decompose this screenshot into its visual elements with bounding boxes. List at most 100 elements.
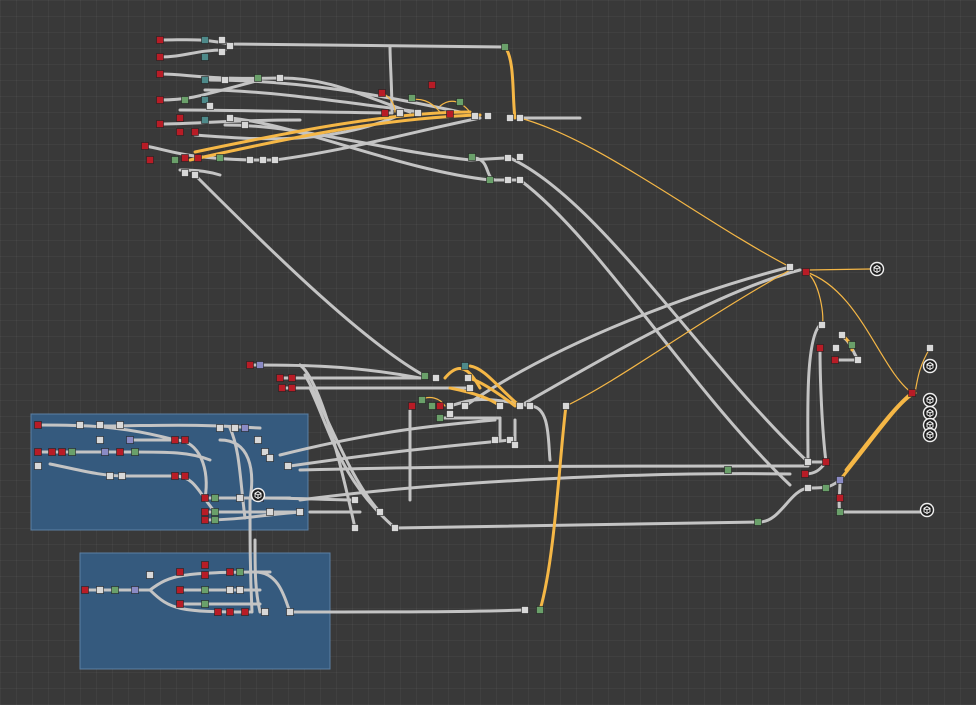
graph-node[interactable] xyxy=(516,114,524,122)
graph-node[interactable] xyxy=(226,114,234,122)
graph-node[interactable] xyxy=(236,494,244,502)
graph-node[interactable] xyxy=(96,436,104,444)
graph-node[interactable] xyxy=(288,384,296,392)
graph-node[interactable] xyxy=(391,524,399,532)
graph-node[interactable] xyxy=(838,331,846,339)
graph-node[interactable] xyxy=(118,472,126,480)
graph-node[interactable] xyxy=(261,608,269,616)
graph-node[interactable] xyxy=(81,586,89,594)
graph-node[interactable] xyxy=(156,53,164,61)
graph-node[interactable] xyxy=(516,153,524,161)
graph-node[interactable] xyxy=(804,458,812,466)
graph-node[interactable] xyxy=(466,384,474,392)
graph-node[interactable] xyxy=(288,374,296,382)
graph-node[interactable] xyxy=(418,396,426,404)
graph-node[interactable] xyxy=(191,128,199,136)
graph-node[interactable] xyxy=(201,571,209,579)
graph-node[interactable] xyxy=(226,608,234,616)
graph-node[interactable] xyxy=(802,268,810,276)
graph-node[interactable] xyxy=(68,448,76,456)
graph-node[interactable] xyxy=(461,362,469,370)
graph-node[interactable] xyxy=(832,344,840,352)
graph-node[interactable] xyxy=(396,109,404,117)
graph-node[interactable] xyxy=(221,76,229,84)
graph-node[interactable] xyxy=(241,121,249,129)
graph-node[interactable] xyxy=(126,436,134,444)
graph-node[interactable] xyxy=(201,516,209,524)
graph-node[interactable] xyxy=(58,448,66,456)
graph-node[interactable] xyxy=(156,120,164,128)
graph-node[interactable] xyxy=(836,508,844,516)
graph-node[interactable] xyxy=(34,462,42,470)
graph-node[interactable] xyxy=(201,494,209,502)
graph-node[interactable] xyxy=(201,561,209,569)
graph-node[interactable] xyxy=(486,176,494,184)
graph-node[interactable] xyxy=(216,424,224,432)
graph-node[interactable] xyxy=(926,344,934,352)
graph-node[interactable] xyxy=(254,74,262,82)
graph-node[interactable] xyxy=(236,586,244,594)
graph-node[interactable] xyxy=(131,448,139,456)
graph-node[interactable] xyxy=(201,96,209,104)
graph-node[interactable] xyxy=(34,448,42,456)
graph-node[interactable] xyxy=(446,110,454,118)
graph-node[interactable] xyxy=(176,114,184,122)
graph-node[interactable] xyxy=(214,608,222,616)
graph-node[interactable] xyxy=(96,421,104,429)
graph-node[interactable] xyxy=(436,414,444,422)
graph-node[interactable] xyxy=(408,402,416,410)
graph-node[interactable] xyxy=(254,436,262,444)
graph-node[interactable] xyxy=(504,176,512,184)
graph-node[interactable] xyxy=(284,462,292,470)
graph-node[interactable] xyxy=(526,402,534,410)
graph-node[interactable] xyxy=(276,374,284,382)
graph-node[interactable] xyxy=(181,169,189,177)
graph-node[interactable] xyxy=(471,112,479,120)
graph-node[interactable] xyxy=(101,448,109,456)
graph-node[interactable] xyxy=(176,600,184,608)
cube-icon[interactable] xyxy=(922,392,938,408)
graph-node[interactable] xyxy=(836,494,844,502)
graph-node[interactable] xyxy=(171,156,179,164)
graph-node[interactable] xyxy=(521,606,529,614)
graph-node[interactable] xyxy=(421,372,429,380)
graph-node[interactable] xyxy=(351,496,359,504)
graph-node[interactable] xyxy=(176,568,184,576)
graph-node[interactable] xyxy=(446,410,454,418)
graph-node[interactable] xyxy=(48,448,56,456)
graph-node[interactable] xyxy=(181,436,189,444)
graph-node[interactable] xyxy=(176,586,184,594)
graph-node[interactable] xyxy=(854,356,862,364)
graph-node[interactable] xyxy=(286,608,294,616)
graph-node[interactable] xyxy=(428,81,436,89)
graph-node[interactable] xyxy=(211,516,219,524)
graph-node[interactable] xyxy=(211,508,219,516)
cube-icon[interactable] xyxy=(922,405,938,421)
graph-node[interactable] xyxy=(194,154,202,162)
graph-node[interactable] xyxy=(378,89,386,97)
graph-node[interactable] xyxy=(456,98,464,106)
graph-node[interactable] xyxy=(181,96,189,104)
graph-node[interactable] xyxy=(171,436,179,444)
graph-node[interactable] xyxy=(484,112,492,120)
graph-node[interactable] xyxy=(836,476,844,484)
graph-node[interactable] xyxy=(516,402,524,410)
graph-node[interactable] xyxy=(241,608,249,616)
graph-node[interactable] xyxy=(381,109,389,117)
graph-node[interactable] xyxy=(146,156,154,164)
graph-node[interactable] xyxy=(506,436,514,444)
graph-node[interactable] xyxy=(436,402,444,410)
graph-node[interactable] xyxy=(206,102,214,110)
graph-node[interactable] xyxy=(226,568,234,576)
graph-node[interactable] xyxy=(822,458,830,466)
graph-node[interactable] xyxy=(211,494,219,502)
graph-node[interactable] xyxy=(116,421,124,429)
cube-icon[interactable] xyxy=(250,487,266,503)
graph-node[interactable] xyxy=(176,128,184,136)
graph-node[interactable] xyxy=(816,344,824,352)
graph-node[interactable] xyxy=(116,448,124,456)
graph-node[interactable] xyxy=(266,454,274,462)
graph-node[interactable] xyxy=(831,356,839,364)
graph-node[interactable] xyxy=(76,421,84,429)
